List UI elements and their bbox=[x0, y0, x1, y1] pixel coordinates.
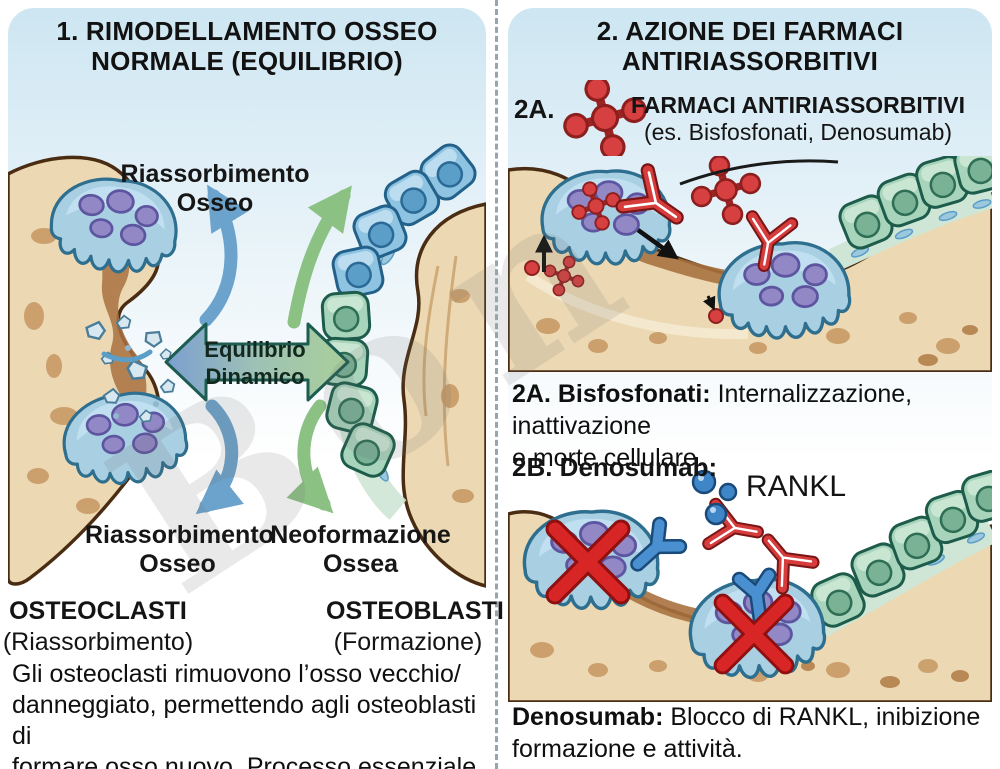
formation-label: Neoformazione Ossea bbox=[270, 521, 451, 578]
formation-up-arrow bbox=[287, 185, 352, 329]
section-2a-marker: 2A. bbox=[514, 94, 555, 124]
resorption-up-arrow bbox=[199, 184, 249, 327]
bisphosphonate-caption: 2A. Bisfosfonati: Internalizzazione, ina… bbox=[512, 380, 913, 472]
rankl-dots-icon bbox=[691, 470, 738, 526]
bone-remodeling-illustration bbox=[8, 138, 486, 588]
left-panel-title: 1. RIMODELLAMENTO OSSEO NORMALE (EQUILIB… bbox=[56, 16, 438, 76]
release-arrow bbox=[702, 295, 716, 311]
resorption-top-label: Riassorbimento Osseo bbox=[120, 160, 310, 217]
osteoclasts-label: OSTEOCLASTI (Riassorbimento) bbox=[2, 597, 194, 656]
transfer-arrow bbox=[636, 228, 679, 260]
pointer-line bbox=[679, 159, 839, 186]
rankl-label: RANKL bbox=[746, 470, 847, 503]
drugs-heading-block: FARMACI ANTIRIASSORBITIVI (es. Bisfosfon… bbox=[628, 92, 968, 146]
formation-down-arrow bbox=[286, 399, 334, 514]
bone-speckles bbox=[536, 312, 960, 354]
section-2b-marker: 2B. Denosumab: bbox=[512, 452, 718, 482]
bone-fragments bbox=[82, 314, 176, 423]
resorption-bottom-label: Riassorbimento Osseo bbox=[85, 521, 274, 578]
panel-divider bbox=[495, 0, 498, 769]
osteoblasts-label: OSTEOBLASTI (Formazione) bbox=[326, 597, 504, 656]
drugs-heading: FARMACI ANTIRIASSORBITIVI bbox=[631, 92, 965, 118]
drugs-subheading: (es. Bisfosfonati, Denosumab) bbox=[643, 119, 953, 145]
denosumab-illustration bbox=[508, 470, 992, 702]
denosumab-caption: Denosumab: Blocco di RANKL, inibizione f… bbox=[512, 703, 981, 763]
right-panel-title: 2. AZIONE DEI FARMACI ANTIRIASSORBITIVI bbox=[596, 16, 904, 76]
dynamic-equilibrium-label: Equilibrio Dinamico bbox=[204, 337, 306, 389]
bisphosphonate-illustration bbox=[508, 156, 992, 372]
left-panel-caption: Gli osteoclasti rimuovono l’osso vecchio… bbox=[12, 660, 477, 769]
osteoid-seam bbox=[829, 184, 992, 271]
bone-streaks bbox=[422, 255, 458, 467]
resorption-down-arrow bbox=[195, 399, 244, 515]
equilibrium-double-arrow bbox=[164, 322, 350, 402]
